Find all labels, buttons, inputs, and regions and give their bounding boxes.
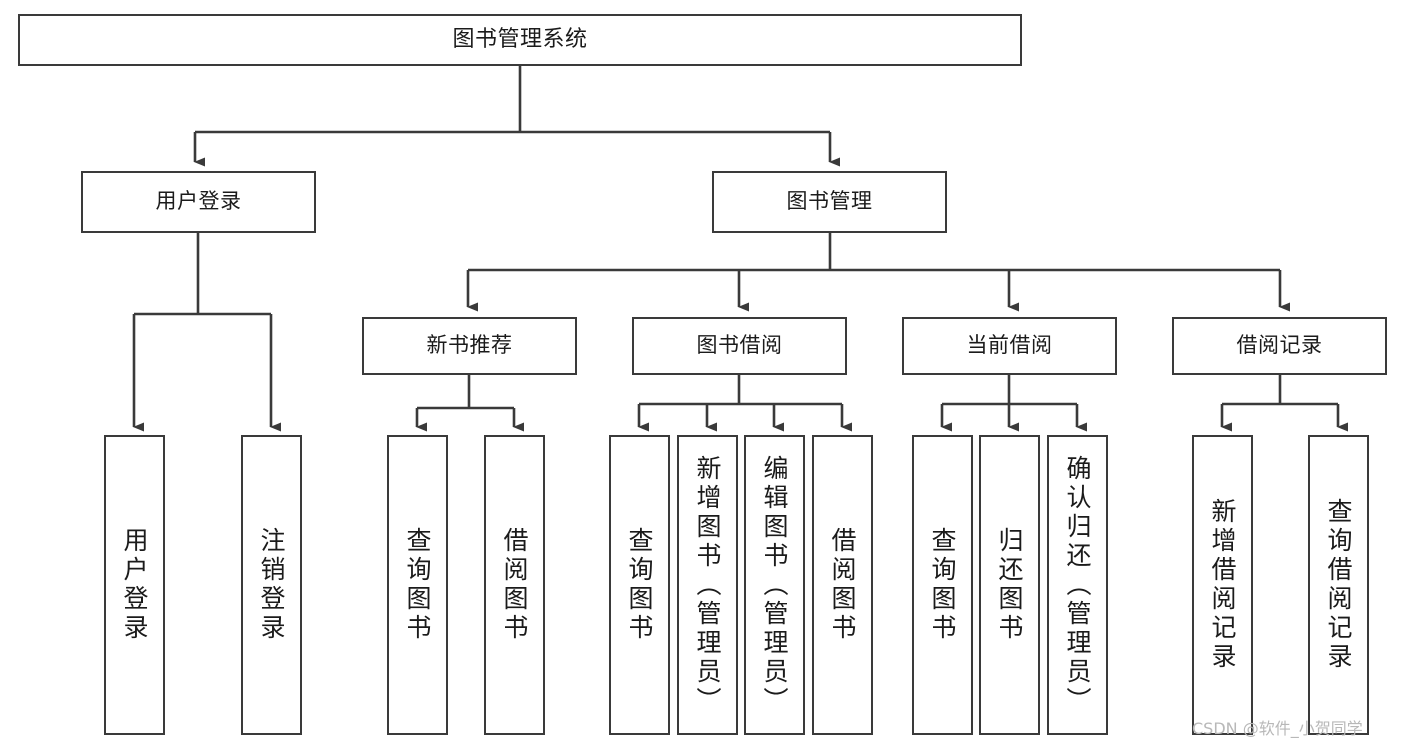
node-label: 新书推荐 — [426, 333, 513, 358]
node-leaf-search-books-borrow[interactable]: 查询图书 — [609, 435, 670, 735]
connector-borrowrecord-to-leaves — [1220, 375, 1348, 432]
node-book-borrow[interactable]: 图书借阅 — [632, 317, 847, 375]
node-leaf-search-books-recommend[interactable]: 查询图书 — [387, 435, 448, 735]
node-label: 确认归还（管理员） — [1063, 454, 1092, 716]
node-label: 查询图书 — [625, 527, 654, 643]
node-label: 图书管理 — [786, 189, 873, 214]
node-label: 注销登录 — [257, 527, 286, 643]
connector-bookborrow-to-leaves — [637, 375, 852, 432]
node-current-borrow[interactable]: 当前借阅 — [902, 317, 1117, 375]
connector-userlogin-to-leaves — [132, 233, 281, 432]
node-leaf-confirm-return-admin[interactable]: 确认归还（管理员） — [1047, 435, 1108, 735]
node-root-book-management-system[interactable]: 图书管理系统 — [18, 14, 1022, 66]
node-new-book-recommend[interactable]: 新书推荐 — [362, 317, 577, 375]
connector-bookmgmt-to-level3 — [466, 233, 1290, 312]
node-borrow-record[interactable]: 借阅记录 — [1172, 317, 1387, 375]
node-label: 图书借阅 — [696, 333, 783, 358]
node-leaf-search-borrow-record[interactable]: 查询借阅记录 — [1308, 435, 1369, 735]
node-label: 借阅图书 — [500, 527, 529, 643]
node-label: 查询借阅记录 — [1324, 498, 1353, 672]
node-label: 当前借阅 — [966, 333, 1053, 358]
node-label: 用户登录 — [155, 189, 242, 214]
node-label: 借阅记录 — [1236, 333, 1323, 358]
node-book-management[interactable]: 图书管理 — [712, 171, 947, 233]
node-leaf-borrow-books-recommend[interactable]: 借阅图书 — [484, 435, 545, 735]
node-label: 新增图书（管理员） — [693, 454, 722, 716]
node-leaf-add-book-admin[interactable]: 新增图书（管理员） — [677, 435, 738, 735]
node-label: 编辑图书（管理员） — [760, 454, 789, 716]
node-leaf-search-books-current[interactable]: 查询图书 — [912, 435, 973, 735]
node-leaf-add-borrow-record[interactable]: 新增借阅记录 — [1192, 435, 1253, 735]
node-label: 新增借阅记录 — [1208, 498, 1237, 672]
node-leaf-return-books[interactable]: 归还图书 — [979, 435, 1040, 735]
node-label: 查询图书 — [928, 527, 957, 643]
connector-root-to-level2 — [193, 66, 840, 167]
node-leaf-user-login[interactable]: 用户登录 — [104, 435, 165, 735]
node-user-login[interactable]: 用户登录 — [81, 171, 316, 233]
node-label: 归还图书 — [995, 527, 1024, 643]
node-leaf-logout[interactable]: 注销登录 — [241, 435, 302, 735]
node-label: 查询图书 — [403, 527, 432, 643]
connector-currentborrow-to-leaves — [940, 375, 1087, 432]
node-label: 借阅图书 — [828, 527, 857, 643]
node-label: 用户登录 — [120, 527, 149, 643]
connector-newbook-to-leaves — [415, 375, 524, 432]
node-label: 图书管理系统 — [452, 26, 588, 52]
node-leaf-edit-book-admin[interactable]: 编辑图书（管理员） — [744, 435, 805, 735]
node-leaf-borrow-books[interactable]: 借阅图书 — [812, 435, 873, 735]
